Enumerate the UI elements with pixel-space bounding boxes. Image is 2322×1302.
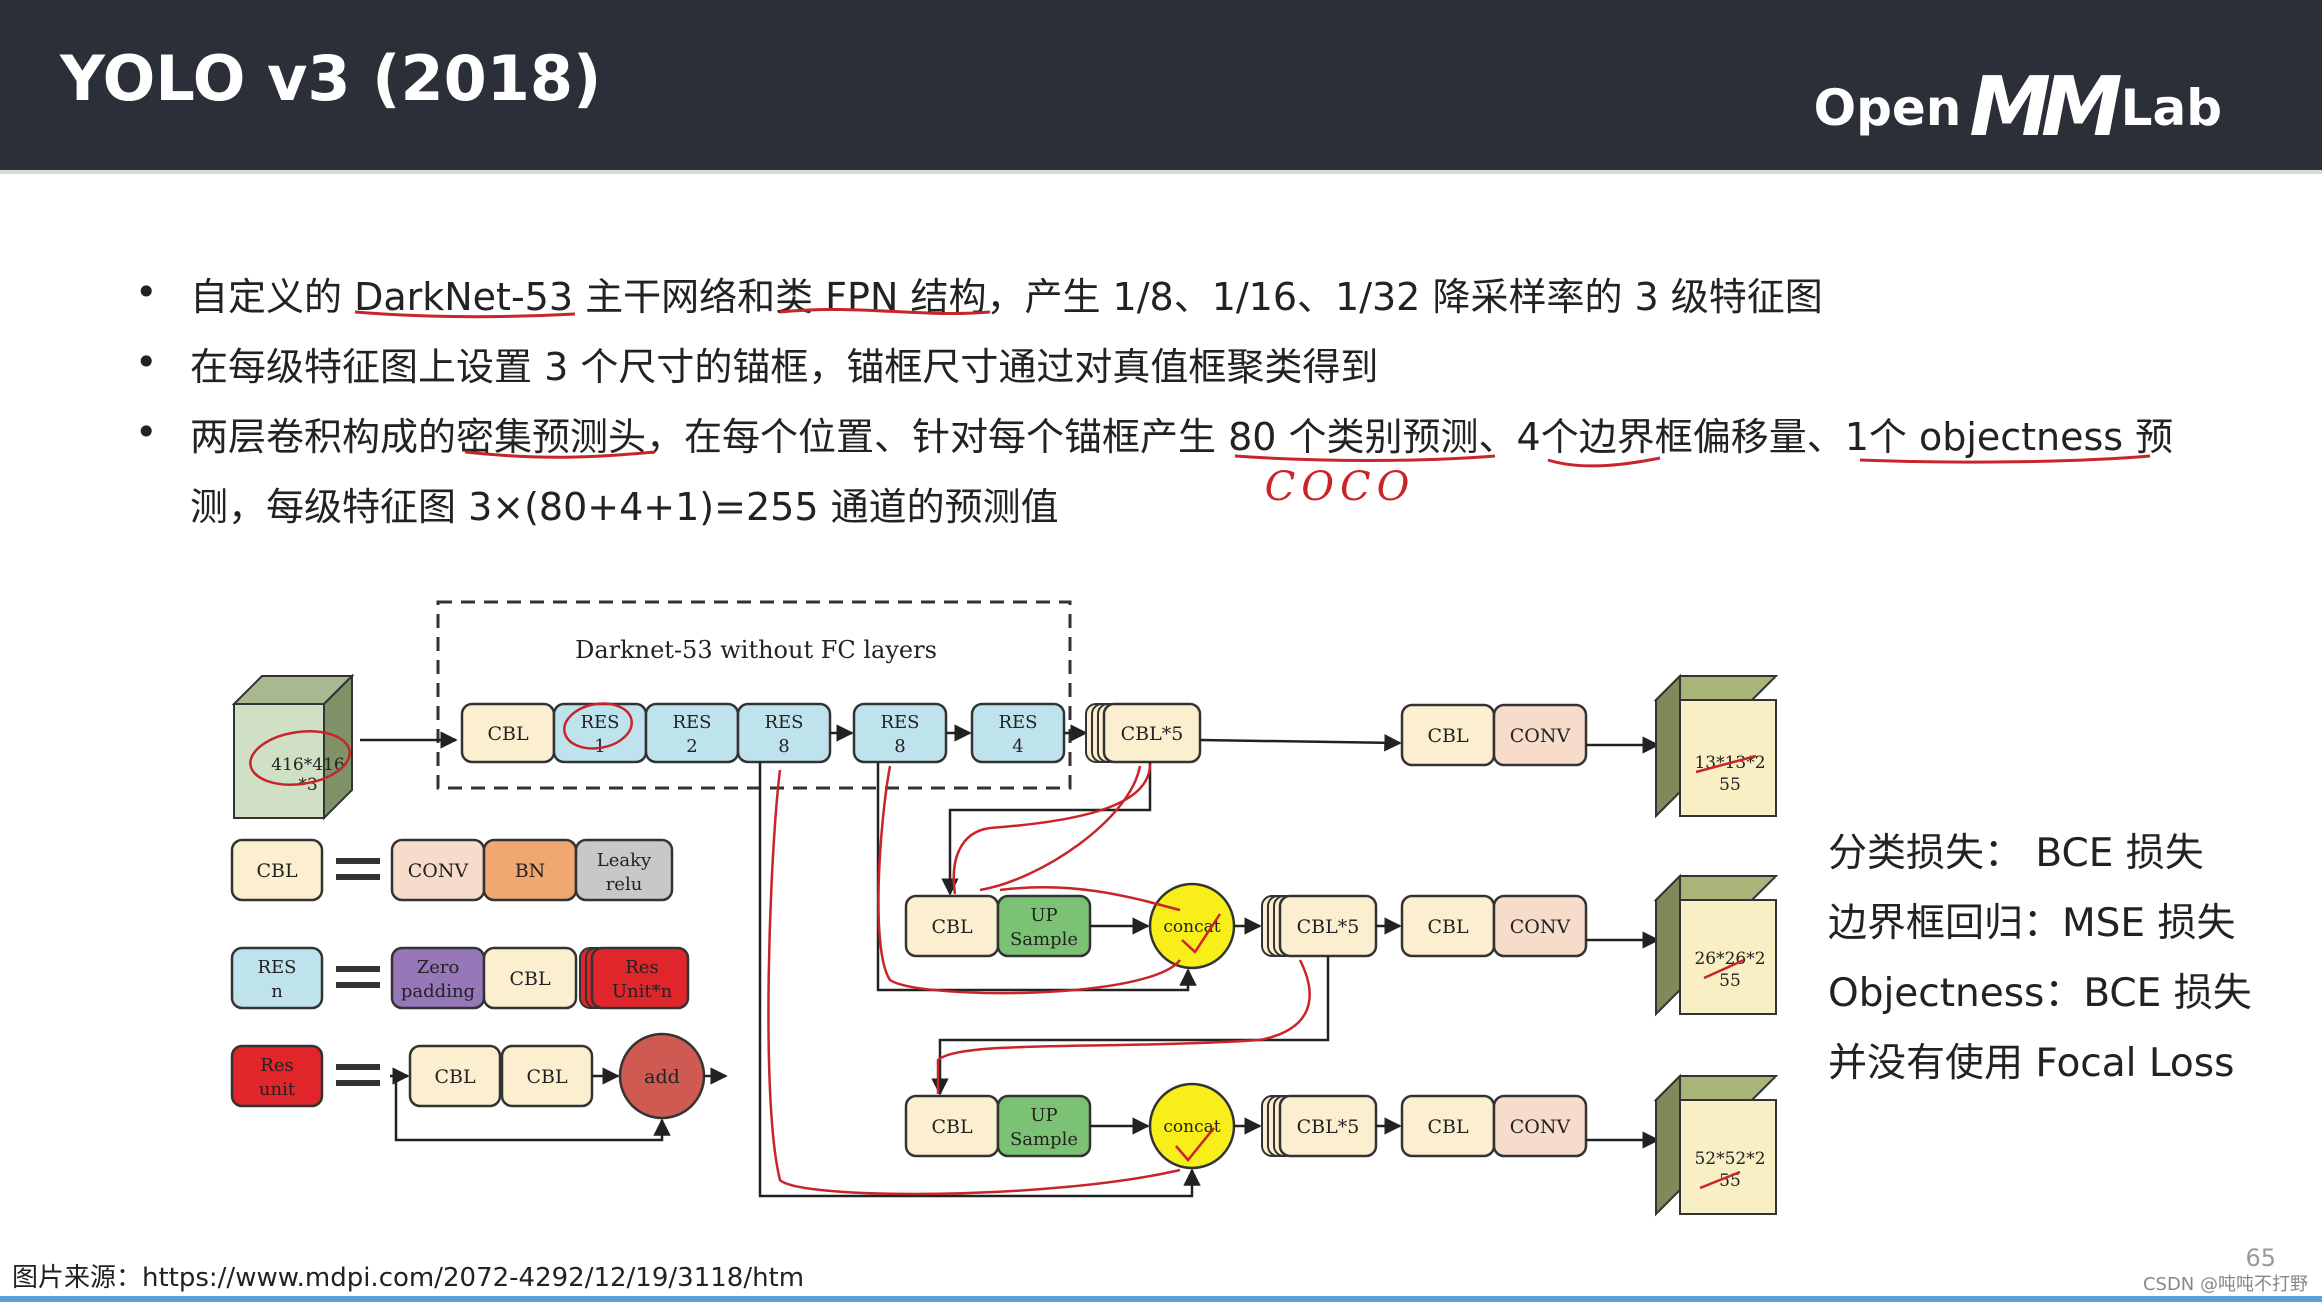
coco-annotation: COCO <box>1265 464 1416 510</box>
res2-n: 2 <box>686 736 697 757</box>
logo-lab: Lab <box>2120 78 2222 137</box>
legend-cbl: CBL CONV BN Leaky relu <box>230 838 674 902</box>
legend-unitn-label: Unit*n <box>612 981 673 1002</box>
output-13-channels: 55 <box>1719 775 1741 795</box>
legend-unit-sub: unit <box>259 1079 296 1100</box>
bullet-2: 在每级特征图上设置 3 个尺寸的锚框，锚框尺寸通过对真值框聚类得到 <box>190 345 1379 389</box>
output-26-channels: 55 <box>1719 971 1741 991</box>
input-feature-cube: 416*416 *3 <box>231 673 355 821</box>
bullet-dot: • <box>135 270 158 314</box>
head1-cbl-label: CBL <box>1427 725 1469 747</box>
backbone-group-box <box>436 600 1072 790</box>
branch3-cbl-label: CBL <box>931 1116 973 1138</box>
logo-mm: MM <box>1969 60 2122 155</box>
head1: CBL CONV <box>1400 703 1588 767</box>
branch2-concat-label: concat <box>1163 917 1220 937</box>
logo-open: Open <box>1813 78 1962 137</box>
branch3-up-label: UP <box>1030 1105 1057 1126</box>
legend-conv-label: CONV <box>408 860 469 882</box>
input-channel-label: *3 <box>298 775 317 795</box>
legend-res-n: n <box>271 981 283 1002</box>
bottom-accent-bar <box>0 1296 2322 1302</box>
backbone-cbl-label: CBL <box>487 723 529 745</box>
backbone-group-label: Darknet-53 without FC layers <box>575 636 937 664</box>
page-number: 65 <box>2245 1244 2276 1272</box>
output-cube-26: 26*26*2 55 <box>1653 873 1779 1017</box>
output-52-size: 52*52*2 <box>1694 1149 1765 1169</box>
branch2-cbl5-label: CBL*5 <box>1297 916 1360 938</box>
openmmlab-logo: Open MM Lab <box>1814 60 2222 155</box>
input-size-label: 416*416 <box>271 755 344 775</box>
legend-unit: Res unit CBL CBL add <box>230 1032 728 1142</box>
branch3-cbl2-label: CBL <box>1427 1116 1469 1138</box>
loss-bbox: 边界框回归：MSE 损失 <box>1828 901 2236 946</box>
bullet-1: 自定义的 DarkNet-53 主干网络和类 FPN 结构，产生 1/8、1/1… <box>190 275 1823 319</box>
legend-resunit-label: Res <box>625 957 658 978</box>
backbone-blocks: CBL RES 1 RES 2 RES 8 RES 8 RES 4 <box>460 702 1066 764</box>
res4-label: RES <box>998 712 1037 733</box>
bullet-dot: • <box>135 340 158 384</box>
res8b-label: RES <box>880 712 919 733</box>
cbl5-top-label: CBL*5 <box>1121 723 1184 745</box>
branch2-sample-label: Sample <box>1010 929 1078 950</box>
legend-res: RES n Zero padding CBL Res Unit*n <box>230 946 690 1010</box>
loss-objectness: Objectness：BCE 损失 <box>1828 971 2252 1016</box>
bullet-3: 两层卷积构成的密集预测头，在每个位置、针对每个锚框产生 80 个类别预测、4个边… <box>190 415 2174 459</box>
output-cube-13: 13*13*2 55 <box>1653 673 1779 819</box>
legend-bn-label: BN <box>515 860 546 882</box>
loss-focal-note: 并没有使用 Focal Loss <box>1828 1041 2235 1086</box>
branch2-up-label: UP <box>1030 905 1057 926</box>
legend-add-label: add <box>644 1066 680 1088</box>
branch3-sample-label: Sample <box>1010 1129 1078 1150</box>
branch2-cbl2-label: CBL <box>1427 916 1469 938</box>
loss-classification: 分类损失： BCE 损失 <box>1828 831 2204 876</box>
branch3-conv-label: CONV <box>1510 1116 1571 1138</box>
handwritten-underlines <box>354 307 2151 468</box>
legend-unit-cbl1: CBL <box>434 1066 476 1088</box>
res1-n: 1 <box>594 736 605 757</box>
output-52-channels: 55 <box>1719 1171 1741 1191</box>
bullet-dot: • <box>135 410 158 454</box>
res8a-n: 8 <box>778 736 789 757</box>
legend-unit-cbl2: CBL <box>526 1066 568 1088</box>
slide-title: YOLO v3 (2018) <box>60 42 602 115</box>
legend-cbl-name: CBL <box>256 860 298 882</box>
watermark-credit: CSDN @吨吨不打野 <box>2142 1274 2308 1295</box>
branch3-cbl5-label: CBL*5 <box>1297 1116 1360 1138</box>
bullet-3-cont: 测，每级特征图 3×(80+4+1)=255 通道的预测值 <box>190 485 1059 529</box>
res4-n: 4 <box>1012 736 1023 757</box>
handwritten-red-strokes <box>249 702 1757 1196</box>
branch3-concat-label: concat <box>1163 1117 1220 1137</box>
legend-unit-name: Res <box>260 1055 293 1076</box>
res1-label: RES <box>580 712 619 733</box>
branch2-conv-label: CONV <box>1510 916 1571 938</box>
branch2: CBL UP Sample concat CBL*5 CBL CONV <box>904 882 1588 970</box>
legend-res-name: RES <box>257 957 296 978</box>
legend-res-cbl-label: CBL <box>509 968 551 990</box>
head1-conv-label: CONV <box>1510 725 1571 747</box>
res8a-label: RES <box>764 712 803 733</box>
output-cube-52: 52*52*2 55 <box>1653 1073 1779 1217</box>
slide-header: YOLO v3 (2018) Open MM Lab <box>0 0 2322 170</box>
cbl5-top: CBL*5 <box>1085 702 1202 764</box>
image-source: 图片来源：https://www.mdpi.com/2072-4292/12/1… <box>12 1263 805 1293</box>
legend-relu-label: relu <box>606 874 643 895</box>
legend-zero-label: Zero <box>417 957 460 978</box>
header-divider <box>0 170 2322 174</box>
res2-label: RES <box>672 712 711 733</box>
branch2-cbl-label: CBL <box>931 916 973 938</box>
branch3: CBL UP Sample concat CBL*5 CBL CONV <box>904 1082 1588 1170</box>
res8b-n: 8 <box>894 736 905 757</box>
output-26-size: 26*26*2 <box>1694 949 1765 969</box>
legend-padding-label: padding <box>401 981 475 1002</box>
legend-leaky-label: Leaky <box>597 850 652 871</box>
